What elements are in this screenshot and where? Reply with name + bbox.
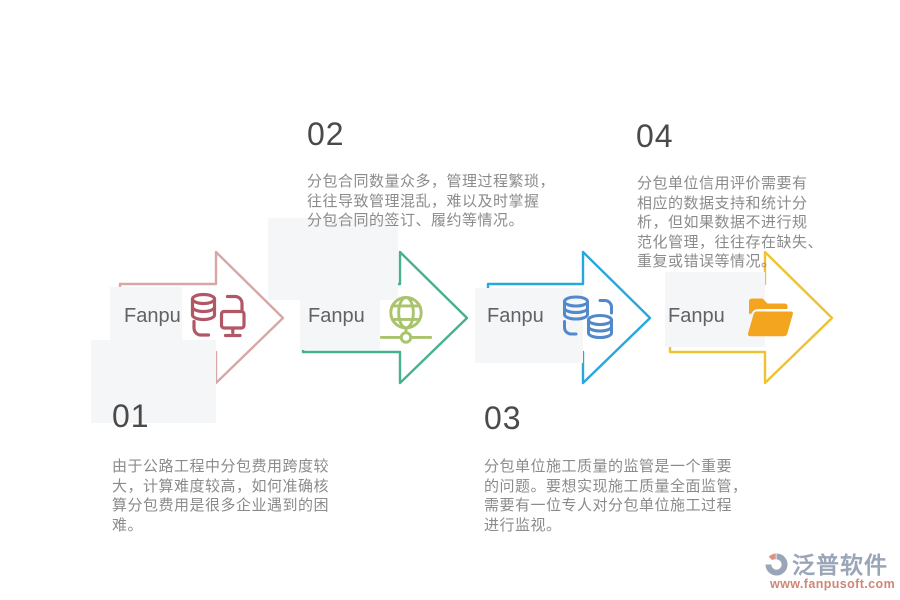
step4-number: 04 [636,118,674,154]
step1-label-box [110,287,182,343]
step1-brand-label: Fanpu [124,305,181,327]
database-monitor-transfer-icon [190,292,246,338]
fanpu-logo-icon [765,553,788,576]
step1-number: 01 [112,398,150,434]
step2-arrow [301,250,469,385]
step4-description: 分包单位信用评价需要有 相应的数据支持和统计分 析，但如果数据不进行规 范化管理… [637,175,824,270]
step1-number-box [91,340,216,423]
step2-description: 分包合同数量众多，管理过程繁琐， 往往导致管理混乱，难以及时掌握 分包合同的签订… [307,173,556,229]
step4-brand-label: Fanpu [668,305,725,327]
fanpu-logo-url: www.fanpusoft.com [770,577,896,591]
step2-brand-label: Fanpu [308,305,365,327]
step2-upper-box [268,218,398,300]
fanpu-watermark: 泛普软件 www.fanpusoft.com [764,552,896,591]
open-folder-icon [747,298,793,337]
fanpu-logo-text: 泛普软件 [792,552,888,578]
step3-number: 03 [484,400,522,436]
database-sync-icon [563,295,613,339]
step3-description: 分包单位施工质量的监管是一个重要 的问题。要想实现施工质量全面监管， 需要有一位… [484,458,748,534]
step3-brand-label: Fanpu [487,305,544,327]
step4-arrow [668,250,834,385]
globe-network-icon [380,296,432,344]
step1-description: 由于公路工程中分包费用跨度较 大，计算难度较高，如何准确核 算分包费用是很多企业… [112,458,330,534]
step2-label-box [300,297,380,350]
step2-number: 02 [307,116,345,152]
